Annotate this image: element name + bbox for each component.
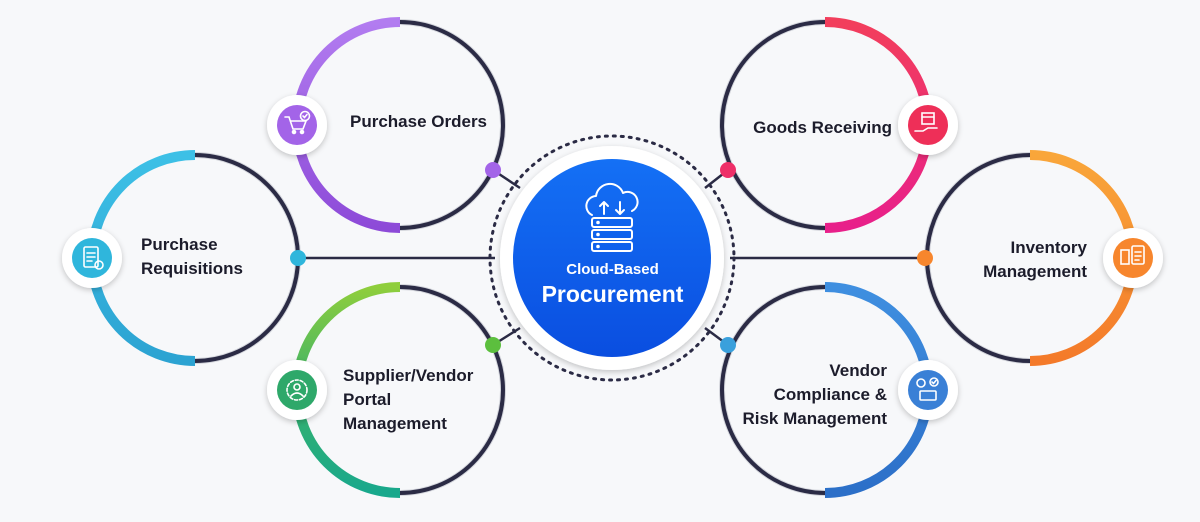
cloud-server-icon [585,182,639,252]
label-purchase-requisitions: Purchase Requisitions [141,233,243,281]
module-inventory-management [917,150,1163,366]
label-line: Purchase [141,235,218,254]
label-line: Supplier/Vendor [343,366,474,385]
module-purchase-requisitions [62,150,306,366]
module-supplier-vendor-portal [267,282,506,498]
label-line: Purchase Orders [350,112,488,131]
label-line: Vendor [829,361,887,380]
compliance-shield-icon [908,370,948,410]
label-line: Management [983,262,1087,281]
connector-dot [917,250,933,266]
clipboard-document-icon [72,238,112,278]
hub-dotted-ring [488,134,736,382]
center-title: Procurement [541,281,684,307]
module-goods-receiving [719,17,958,233]
shopping-cart-check-icon [277,105,317,145]
connector-dot [720,162,736,178]
label-line: Risk Management [742,409,887,428]
center-label: Cloud-Based Procurement [515,260,710,308]
module-purchase-orders [267,17,506,233]
connector-dot [485,162,501,178]
connector-dot [485,337,501,353]
label-line: Inventory [1010,238,1087,257]
ring-dark-arc [399,20,505,230]
hub-blue-disc [513,159,711,357]
label-line: Requisitions [141,259,244,278]
label-purchase-orders: Purchase Orders [350,110,487,134]
package-receiving-icon [908,105,948,145]
label-line: Compliance & [773,385,887,404]
label-goods-receiving: Goods Receiving [753,116,892,140]
label-line: Management [343,414,447,433]
label-line: Portal [343,390,392,409]
connector-dot [720,337,736,353]
center-subtitle: Cloud-Based [566,261,659,278]
label-inventory-management: Inventory Management [983,236,1087,284]
connector-dot [290,250,306,266]
center-hub [488,134,736,382]
label-vendor-compliance-risk: Vendor Compliance & Risk Management [742,359,887,431]
label-supplier-vendor-portal: Supplier/Vendor Portal Management [343,364,473,436]
label-line: Goods Receiving [753,118,892,137]
inventory-checklist-icon [1113,238,1153,278]
module-vendor-compliance-risk [719,282,958,498]
